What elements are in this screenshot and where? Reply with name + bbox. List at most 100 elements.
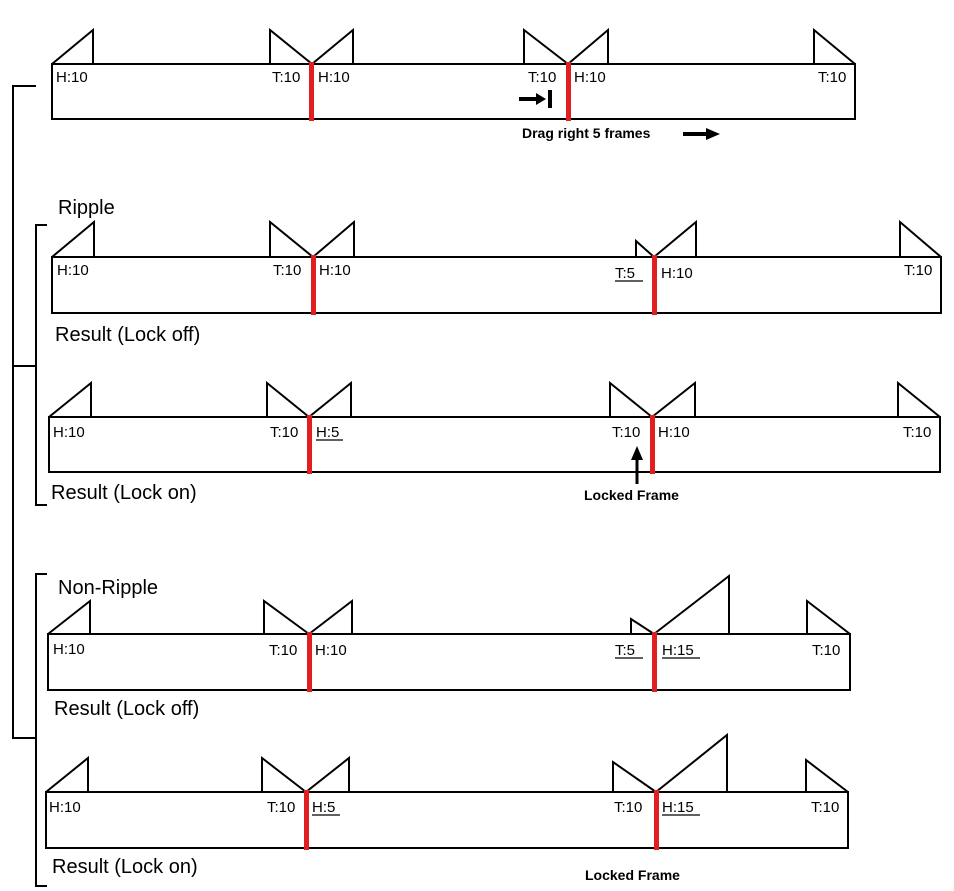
tail-ramp [899,219,942,258]
locked-frame-note: Locked Frame [584,487,679,503]
edge-label: H:15 [662,799,694,816]
head-ramp [308,598,353,635]
edge-label: T:10 [270,424,298,441]
edge-label: T:10 [528,69,556,86]
edge-label: H:10 [53,641,85,658]
transition-ramps [45,732,849,793]
edge-label: T:10 [903,424,931,441]
cut-marker [566,62,571,121]
tail-ramp [269,219,314,258]
track-original: H:10 T:10 H:10 T:10 H:10 T:10 Drag right… [51,27,856,141]
arrow-right-icon [683,128,720,140]
edge-label: T:10 [272,69,300,86]
head-ramp [45,755,89,793]
head-ramp [567,27,609,65]
edge-label: H:10 [315,642,347,659]
edge-label: H:15 [662,642,694,659]
edge-label: T:10 [812,642,840,659]
cut-marker [307,632,312,692]
edge-label: T:10 [818,69,846,86]
head-ramp [651,380,696,418]
cut-marker [650,415,655,474]
head-ramp [653,573,730,635]
track-ripple-lock-on: H:10 T:10 H:5 T:10 H:10 T:10 Locked Fram… [48,380,941,504]
edge-label: T:10 [904,262,932,279]
track-bar [51,256,942,314]
edge-label: T:10 [612,424,640,441]
tail-ramp [805,757,849,793]
tail-ramp [269,27,313,65]
head-ramp [312,219,355,258]
cut-marker [654,790,659,850]
tail-ramp [263,599,310,635]
result-caption: Result (Lock off) [54,698,199,720]
head-ramp [51,219,95,258]
transition-ramps [47,573,851,635]
edge-label: H:10 [49,799,81,816]
tail-ramp [635,238,655,258]
transition-ramps [51,219,942,258]
track-bar [45,791,849,849]
transition-ramps [51,27,856,65]
section-title-non-ripple: Non-Ripple [58,577,158,599]
head-ramp [51,27,94,65]
tail-ramp [630,617,655,635]
arrow-up-icon [631,446,643,484]
result-caption: Result (Lock on) [51,482,197,504]
edge-label: H:10 [318,69,350,86]
track-ripple-lock-off: H:10 T:10 H:10 T:5 H:10 T:10 Result (Loc… [51,219,942,346]
cut-marker [652,255,657,315]
head-ramp [47,598,91,635]
cut-marker [304,790,309,850]
head-ramp [655,732,728,793]
result-caption: Result (Lock on) [52,856,198,878]
cut-marker [307,415,312,474]
cut-marker [309,62,314,121]
head-ramp [653,219,697,258]
head-ramp [308,380,352,418]
edge-label: H:10 [658,424,690,441]
cut-marker [652,632,657,692]
section-title-ripple: Ripple [58,197,115,219]
track-nonripple-lock-off: H:10 T:10 H:10 T:5 H:15 T:10 Result (Loc… [47,573,851,720]
edge-label: H:10 [574,69,606,86]
edge-label: T:5 [615,642,635,659]
tail-ramp [612,760,657,793]
tail-ramp [609,380,653,418]
track-bar [48,416,941,473]
edge-label: T:5 [615,265,635,282]
tail-ramp [261,755,307,793]
locked-frame-note: Locked Frame [585,867,680,883]
cut-marker [311,255,316,315]
tail-ramp [813,27,856,65]
head-ramp [305,755,350,793]
edge-label: H:5 [316,424,339,441]
edge-label: T:10 [267,799,295,816]
tail-ramp [897,380,941,418]
edge-label: H:10 [661,265,693,282]
edge-label: H:5 [312,799,335,816]
edge-label: T:10 [273,262,301,279]
head-ramp [48,380,92,418]
head-ramp [311,27,354,65]
brackets [12,85,47,887]
tail-ramp [266,380,310,418]
tail-ramp [806,598,851,635]
edge-label: T:10 [269,642,297,659]
transition-ramps [48,380,941,418]
edge-label: T:10 [811,799,839,816]
track-nonripple-lock-on: H:10 T:10 H:5 T:10 H:15 T:10 Locked Fram… [45,732,849,883]
outer-bracket [12,85,36,739]
drag-note: Drag right 5 frames [522,125,651,141]
arrow-to-edge-icon [519,90,552,108]
edge-label: H:10 [53,424,85,441]
edge-label: H:10 [56,69,88,86]
ripple-bracket [35,224,47,506]
tail-ramp [523,27,569,65]
track-bar [47,633,851,691]
edge-label: T:10 [614,799,642,816]
result-caption: Result (Lock off) [55,324,200,346]
edge-label: H:10 [319,262,351,279]
